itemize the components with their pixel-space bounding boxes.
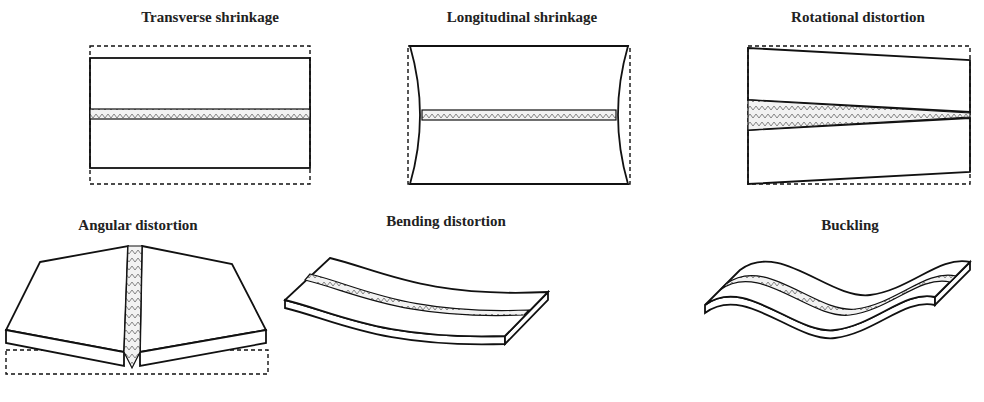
figure-title: Longitudinal shrinkage [447, 8, 597, 26]
transverse-shrinkage-figure [90, 46, 310, 184]
rotational-distortion-figure [748, 46, 970, 184]
bending-distortion-figure [285, 258, 548, 344]
figure-title: Transverse shrinkage [141, 8, 279, 26]
figure-title: Angular distortion [78, 216, 197, 234]
angular-distortion-figure [6, 246, 268, 374]
longitudinal-shrinkage-figure [408, 46, 630, 184]
buckling-figure [705, 261, 970, 338]
figure-title: Rotational distortion [791, 8, 925, 26]
figure-title: Buckling [821, 216, 879, 234]
figure-title: Bending distortion [386, 212, 506, 230]
